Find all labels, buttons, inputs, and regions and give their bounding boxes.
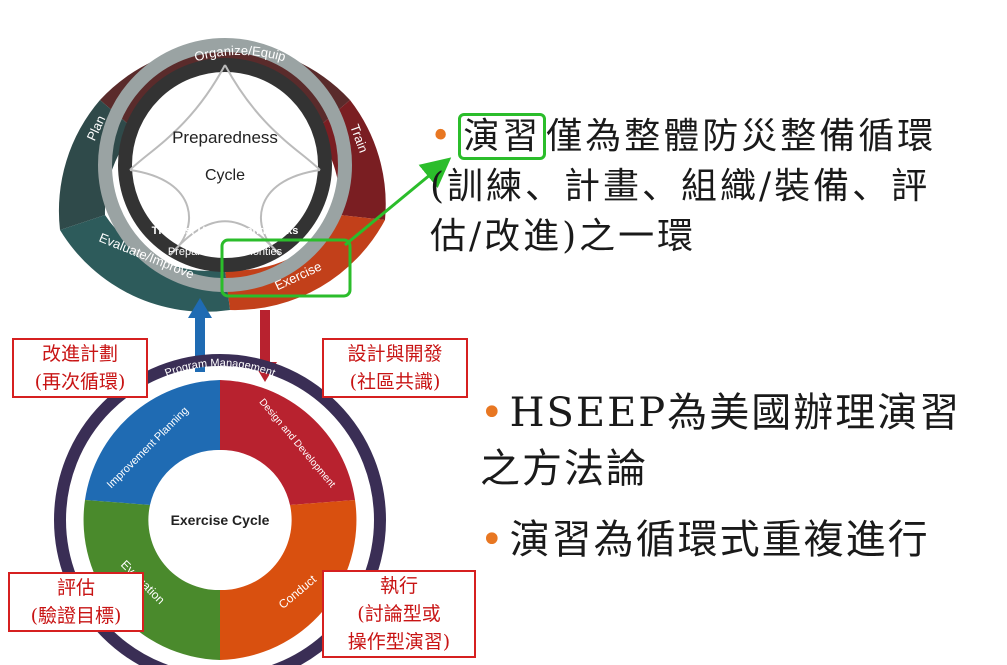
highlight-arrow	[344, 157, 452, 247]
bullet-dot: •	[480, 390, 506, 436]
bullet-dot: •	[430, 116, 455, 157]
bullet-hseep: •HSEEP為美國辦理演習之方法論	[480, 385, 1000, 497]
exercise-highlight-box	[220, 238, 352, 298]
exercise-cycle: Program Management Exercise Cycle Improv…	[54, 354, 386, 665]
preparedness-cycle: Preparedness Cycle Threats, Hazards, and…	[58, 38, 386, 312]
label-organize: Organize/Equip	[193, 43, 288, 65]
segment-design	[220, 380, 355, 505]
bullet-preparedness: •演習僅為整體防災整備循環(訓練、計畫、組織/裝備、評估/改進)之一環	[430, 112, 950, 262]
bullet-dot: •	[480, 517, 506, 563]
bullet-text-3: 演習為循環式重複進行	[509, 517, 930, 563]
prep-center-line1: Preparedness	[172, 128, 278, 147]
segment-evaluation	[83, 500, 220, 660]
inner-text-threats: Threats, Hazards, and Risks	[152, 225, 299, 237]
exercise-cycle-center: Exercise Cycle	[171, 512, 270, 528]
inner-text-priorities: Preparedness Priorities	[168, 246, 283, 258]
highlight-exercise-word: 演習	[458, 113, 547, 160]
bullet-cycle: •演習為循環式重複進行	[480, 512, 1000, 568]
prep-center-line2: Cycle	[205, 167, 245, 184]
bullet-text-1: 僅為整體防災整備循環(訓練、計畫、組織/裝備、評估/改進)之一環	[430, 116, 937, 257]
label-improve-plan: 改進計劃 (再次循環)	[12, 338, 148, 398]
segment-conduct	[220, 500, 357, 660]
label-evaluate: 評估 (驗證目標)	[8, 572, 144, 632]
bullet-text-2: HSEEP為美國辦理演習之方法論	[480, 390, 962, 492]
label-design-dev: 設計與開發 (社區共識)	[322, 338, 468, 398]
segment-improvement	[85, 380, 220, 505]
label-conduct: 執行 (討論型或 操作型演習)	[322, 570, 476, 658]
